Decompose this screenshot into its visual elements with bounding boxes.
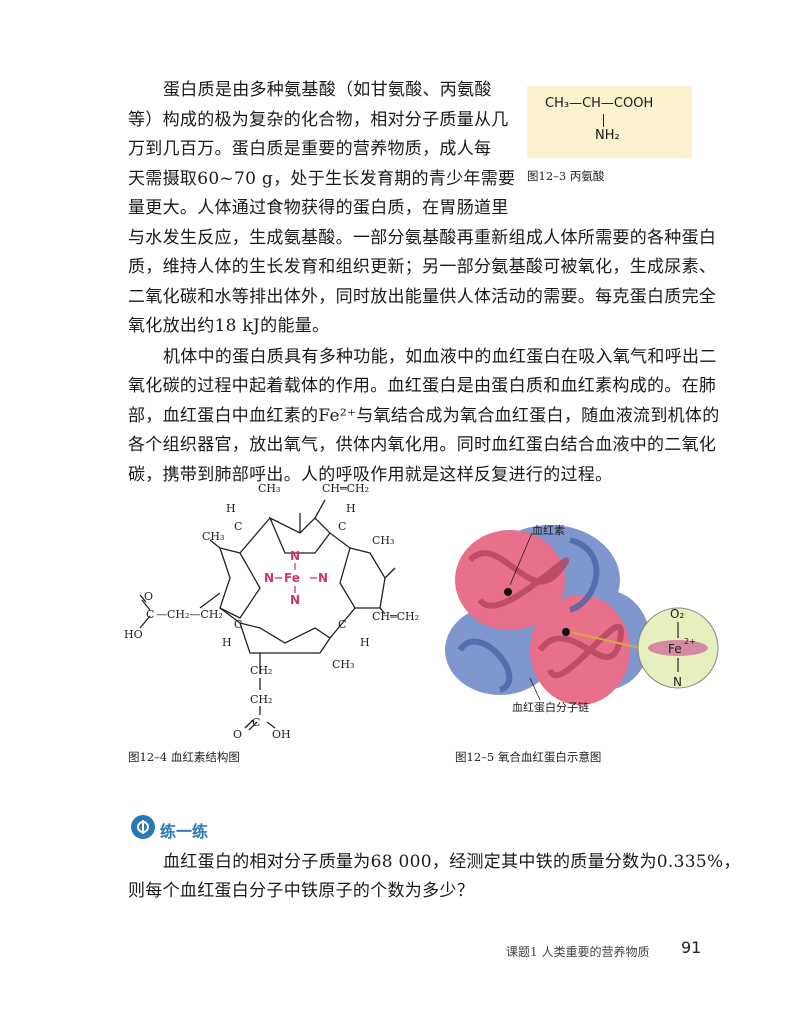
label-c: C	[146, 608, 154, 621]
chain-coils	[467, 550, 624, 679]
text-line: 天需摄取60~70 g，处于生长发育期的青少年需要	[128, 169, 516, 189]
text-line: 各个组织器官，放出氧气，供体内氧化用。同时血红蛋白结合血液中的二氧化	[128, 435, 717, 455]
label-ch2: CH₂	[250, 664, 272, 677]
oxyhemoglobin-diagram: O₂ Fe 2+ N	[445, 525, 719, 705]
label-h: H	[222, 636, 232, 649]
label-h: H	[346, 502, 356, 515]
text-line: 质，维持人体的生长发育和组织更新；另一部分氨基酸可被氧化，生成尿素、	[128, 257, 717, 277]
label-fe: Fe	[284, 571, 300, 585]
label-c: C	[234, 520, 242, 533]
label-c: C	[338, 520, 346, 533]
text-line: 等）构成的极为复杂的化合物，相对分子质量从几	[128, 110, 509, 130]
figure-caption-12-5: 图12–5 氧合血红蛋白示意图	[455, 750, 602, 764]
protein-chains	[445, 525, 650, 705]
chain-coils	[457, 537, 600, 693]
chain-leader-line	[529, 677, 541, 701]
label-n: N	[290, 593, 300, 607]
text-line: 氧化碳的过程中起着载体的作用。血红蛋白是由蛋白质和血红素构成的。在肺	[128, 376, 717, 396]
label-vinyl: CH═CH₂	[372, 610, 419, 623]
label-c: C	[252, 716, 260, 729]
label-oh: OH	[272, 728, 291, 741]
label-ch3: CH₃	[332, 658, 354, 671]
iron-coordination-bonds	[275, 563, 317, 593]
figure-caption-12-3: 图12–3 丙氨酸	[527, 169, 605, 183]
alanine-formula-main: CH₃—CH—COOH	[545, 96, 654, 111]
text-line: 万到几百万。蛋白质是重要的营养物质，成人每	[128, 139, 492, 159]
label-n: N	[264, 571, 274, 585]
heme-structure-diagram: CH₃ CH═CH₂ H H C C CH₃ CH₃ O C —CH₂—CH₂ …	[124, 482, 419, 741]
text-line: 血红蛋白的相对分子质量为68 000，经测定其中铁的质量分数为0.335%，	[163, 852, 741, 872]
label-n: N	[318, 571, 328, 585]
heme-core-labels: N N Fe N N	[264, 549, 328, 607]
label-n: N	[290, 549, 300, 563]
heme-bonds	[139, 499, 396, 731]
inset-o2-label: O₂	[670, 607, 684, 621]
formula-bond	[603, 114, 604, 127]
footer-chapter: 课题1 人类重要的营养物质	[506, 945, 650, 959]
text-line: 二氧化碳和水等排出体外，同时放出能量供人体活动的需要。每克蛋白质完全	[128, 287, 717, 307]
text-line: 碳，携带到肺部呼出。人的呼吸作用就是这样反复进行的过程。	[128, 465, 613, 485]
label-o: O	[144, 590, 153, 603]
exercise-title: 练一练	[160, 822, 209, 841]
text-line: 机体中的蛋白质具有多种功能，如血液中的血红蛋白在吸入氧气和呼出二	[163, 347, 717, 367]
label-h: H	[226, 502, 236, 515]
heme-sites	[504, 588, 570, 636]
text-line: 部，血红蛋白中血红素的Fe²⁺与氧结合成为氧合血红蛋白，随血液流到机体的	[128, 406, 720, 426]
label-c: C	[234, 618, 242, 631]
inset-fe-charge: 2+	[684, 637, 696, 646]
label-o: O	[233, 728, 242, 741]
label-ch3: CH₃	[202, 530, 224, 543]
inset-n-label: N	[673, 675, 682, 689]
label-ho: HO	[124, 628, 143, 641]
label-ch3: CH₃	[372, 534, 394, 547]
text-line: 氧化放出约18 kJ的能量。	[128, 316, 330, 336]
label-heme: 血红素	[532, 524, 565, 537]
heme-labels: CH₃ CH═CH₂ H H C C CH₃ CH₃ O C —CH₂—CH₂ …	[124, 482, 419, 741]
page-number: 91	[681, 938, 702, 957]
text-line: 则每个血红蛋白分子中铁原子的个数为多少？	[128, 881, 474, 901]
text-line: 蛋白质是由多种氨基酸（如甘氨酸、丙氨酸	[163, 80, 492, 100]
text-line: 量更大。人体通过食物获得的蛋白质，在胃肠道里	[128, 198, 509, 218]
heme-leader-line	[509, 532, 533, 586]
label-ch2: CH₂	[250, 693, 272, 706]
label-ch3: CH₃	[258, 482, 280, 495]
alanine-formula-amine: NH₂	[595, 128, 620, 143]
alanine-formula-box: CH₃—CH—COOH NH₂	[527, 86, 692, 158]
figure-caption-12-4: 图12–4 血红素结构图	[128, 750, 240, 764]
label-ch2-chain: —CH₂—CH₂	[156, 608, 223, 621]
iron-inset: O₂ Fe 2+ N	[637, 607, 719, 689]
inset-fe-label: Fe	[668, 642, 682, 656]
label-vinyl: CH═CH₂	[322, 482, 369, 495]
zoom-line	[569, 631, 641, 649]
label-hemoglobin-chain: 血红蛋白分子链	[512, 701, 589, 714]
text-line: 与水发生反应，生成氨基酸。一部分氨基酸再重新组成人体所需要的各种蛋白	[128, 228, 717, 248]
label-c: C	[338, 618, 346, 631]
exercise-icon	[131, 815, 155, 839]
label-h: H	[360, 636, 370, 649]
